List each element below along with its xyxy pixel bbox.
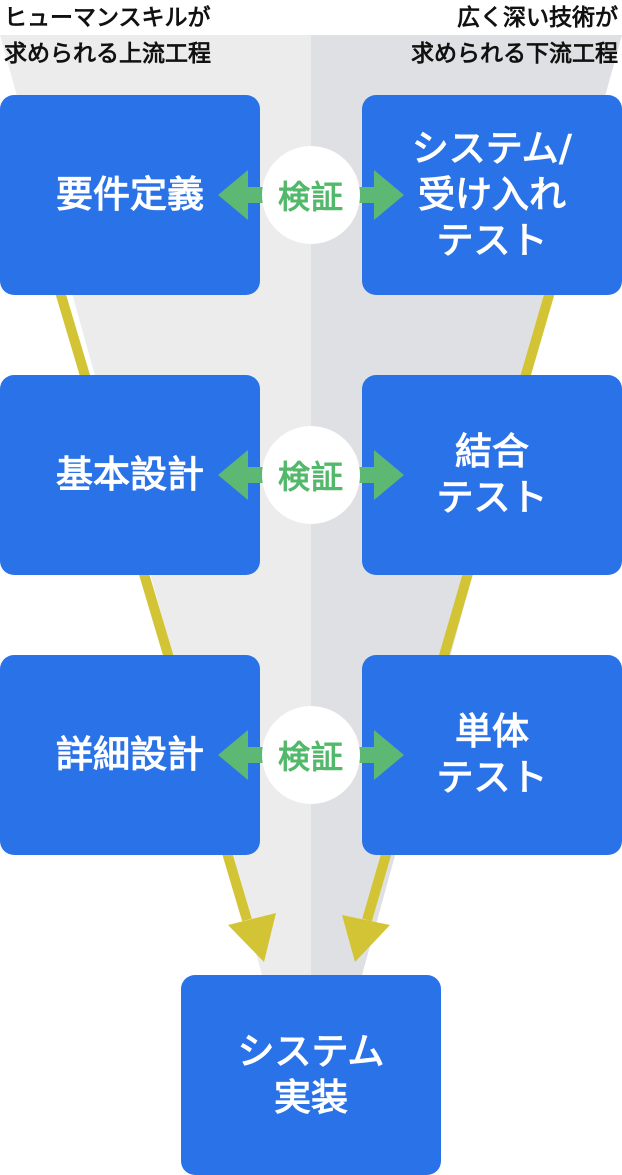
system-acceptance-test-box: システム/ 受け入れ テスト [362,95,622,295]
basic-design-box: 基本設計 [0,375,260,575]
verify-circle-2: 検証 [262,426,360,524]
requirements-definition-box: 要件定義 [0,95,260,295]
system-implementation-label: システム 実装 [237,1030,385,1119]
system-implementation-box: システム 実装 [181,975,441,1175]
verify-label-3: 検証 [277,738,344,776]
verify-circle-1: 検証 [262,146,360,244]
detailed-design-label: 詳細設計 [56,733,204,776]
unit-test-box: 単体 テスト [362,655,622,855]
integration-test-box: 結合 テスト [362,375,622,575]
upstream-heading: ヒューマンスキルが 求められる上流工程 [4,5,211,67]
verify-label-2: 検証 [277,458,344,496]
downstream-heading: 広く深い技術が 求められる下流工程 [411,5,618,67]
integration-test-label: 結合 テスト [436,430,548,519]
funnel-right-arrowhead [342,915,390,962]
unit-test-label: 単体 テスト [436,710,548,799]
detailed-design-box: 詳細設計 [0,655,260,855]
system-acceptance-test-label: システム/ 受け入れ テスト [411,127,573,262]
basic-design-label: 基本設計 [56,453,204,496]
funnel-left-arrowhead [228,913,276,962]
verify-circle-3: 検証 [262,706,360,804]
verify-label-1: 検証 [277,178,344,216]
requirements-definition-label: 要件定義 [56,173,204,216]
